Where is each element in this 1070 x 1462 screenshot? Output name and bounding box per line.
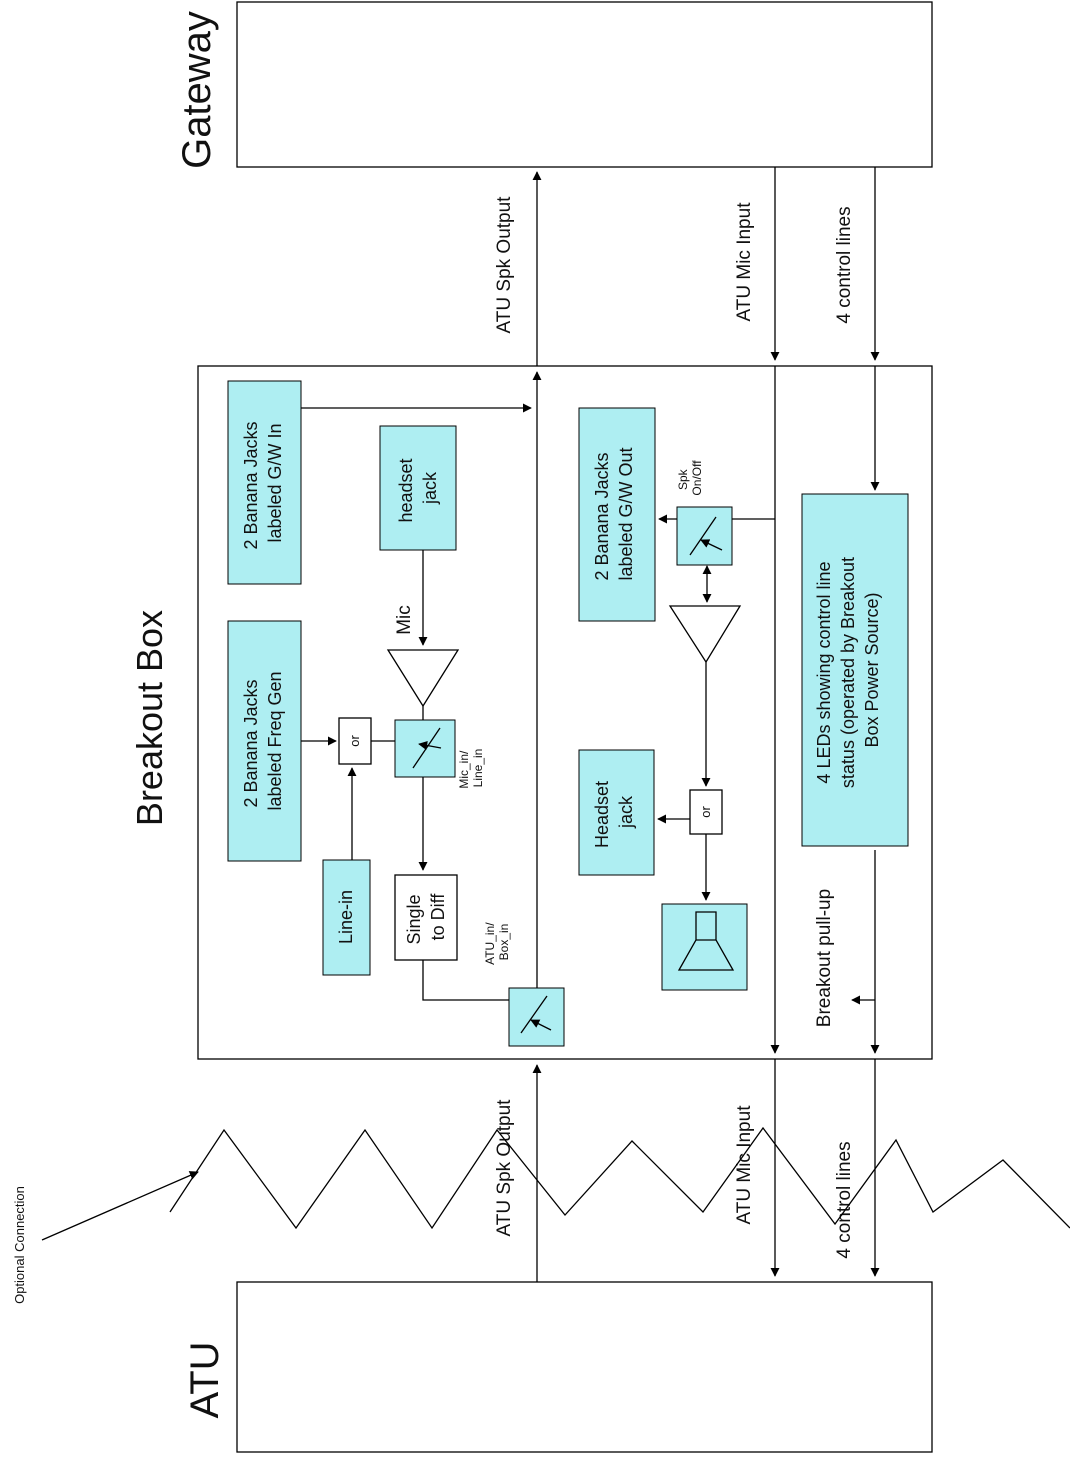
spk-onoff-switch-label: Spk On/Off	[676, 460, 704, 496]
control-lines-label-bottom: 4 control lines	[834, 1141, 855, 1258]
banana-jacks-freq-gen-label: 2 Banana Jacks labeled Freq Gen	[241, 671, 285, 810]
optional-connection-pointer	[41, 1171, 199, 1241]
atu-box-switch-blade	[520, 995, 548, 1034]
headset-jack-spk-label: Headset jack	[592, 776, 636, 848]
breakout-box-label: Breakout Box	[129, 610, 170, 826]
atu-box-switch-arrow	[530, 1019, 552, 1031]
pullup-label: Breakout pull-up	[814, 889, 835, 1027]
spk-onoff-switch-arrow	[700, 539, 723, 551]
speaker-icon	[677, 911, 735, 971]
atu-box-switch-label: ATU_in/ Box_in	[483, 919, 511, 965]
single-diff-to-atu-switch-line	[422, 960, 509, 1001]
banana-jacks-freq-gen	[227, 620, 302, 862]
spk-onoff-switch	[676, 506, 733, 566]
atu-block	[236, 1281, 933, 1453]
mic-amplifier	[386, 649, 460, 708]
speaker-box	[661, 903, 748, 991]
single-to-diff-label: Single to Diff	[404, 889, 448, 944]
or-junction-2-label: or	[698, 806, 713, 818]
spk-amplifier	[668, 605, 742, 664]
or-junction-1-label: or	[347, 735, 362, 747]
headset-jack-mic	[379, 425, 457, 551]
optional-connection-zigzag	[169, 1126, 1070, 1230]
optional-connection-label: Optional Connection	[12, 1186, 27, 1304]
banana-jacks-gw-out-label: 2 Banana Jacks labeled G/W Out	[592, 447, 636, 580]
spk-onoff-switch-blade	[689, 516, 717, 556]
headset-jack-mic-label: headset jack	[396, 453, 440, 522]
gateway-block	[236, 1, 933, 168]
mic-input-label-top: ATU Mic Input	[734, 202, 755, 322]
leds-status-label: 4 LEDs showing control line status (oper…	[814, 552, 882, 788]
gateway-label: Gateway	[175, 11, 219, 169]
atu-box-switch	[508, 987, 565, 1047]
headset-jack-spk	[578, 749, 655, 876]
single-to-diff-converter	[394, 874, 458, 961]
banana-jacks-gw-in-label: 2 Banana Jacks labeled G/W In	[241, 416, 285, 549]
mic-input-label-bottom: ATU Mic Input	[734, 1105, 755, 1225]
banana-jacks-gw-out	[578, 407, 656, 622]
spk-output-label-bottom: ATU Spk Output	[494, 1099, 515, 1237]
line-in-label: Line-in	[336, 890, 356, 944]
control-lines-label-top: 4 control lines	[834, 206, 855, 323]
spk-output-label-top: ATU Spk Output	[494, 196, 515, 334]
mic-line-switch-arrow	[418, 740, 442, 750]
line-in-box	[322, 859, 371, 976]
banana-jacks-gw-in	[227, 380, 302, 585]
mic-line-switch	[394, 719, 456, 778]
atu-label: ATU	[183, 1341, 227, 1418]
leds-status-box	[801, 493, 909, 847]
mic-line-switch-label: Mic_in/ Line_in	[457, 747, 485, 788]
mic-label: Mic	[394, 605, 415, 635]
